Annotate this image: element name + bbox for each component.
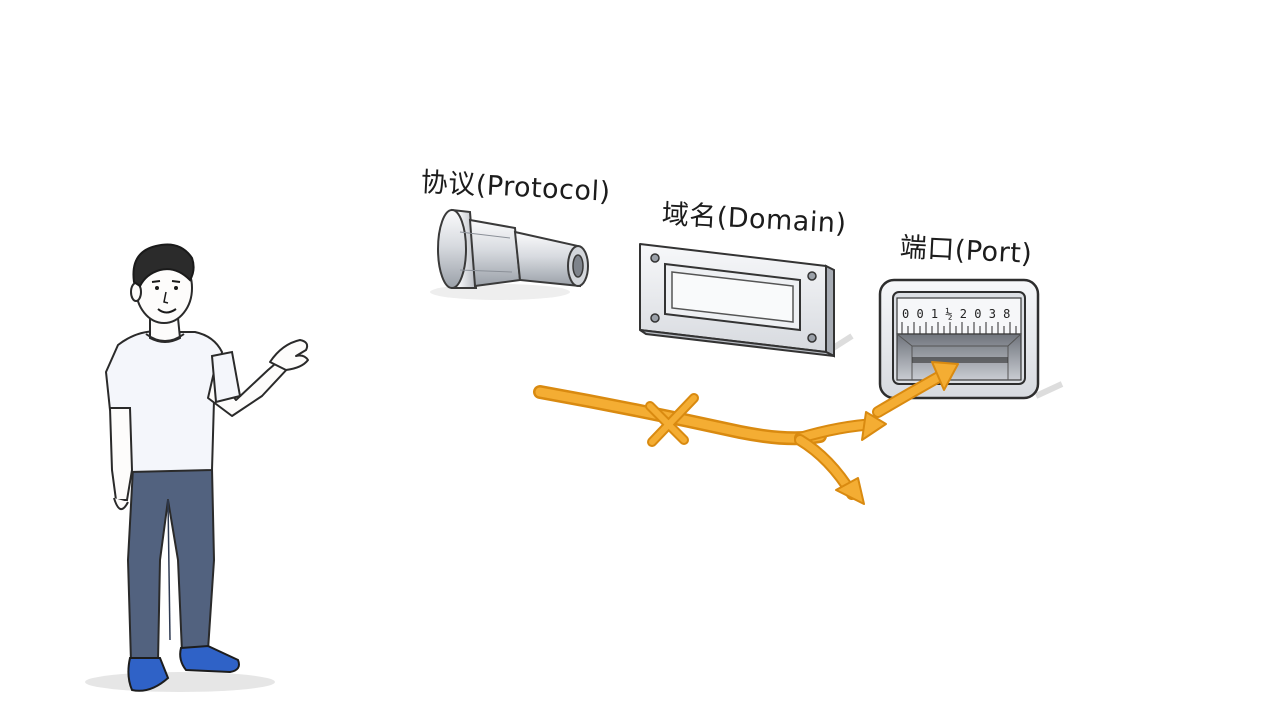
domain-plate-icon: [639, 243, 854, 358]
blocked-x-icon: [645, 393, 699, 447]
port-scale-icon: 0 0 1 ½ 2 0 3 8: [878, 278, 1064, 400]
port-scale-digits: 0 0 1 ½ 2 0 3 8: [902, 307, 1010, 321]
port-label: 端口(Port): [899, 232, 1034, 270]
protocol-connector-icon: [430, 208, 589, 300]
arrow-heads: [835, 361, 959, 505]
person-figure: [85, 243, 309, 692]
